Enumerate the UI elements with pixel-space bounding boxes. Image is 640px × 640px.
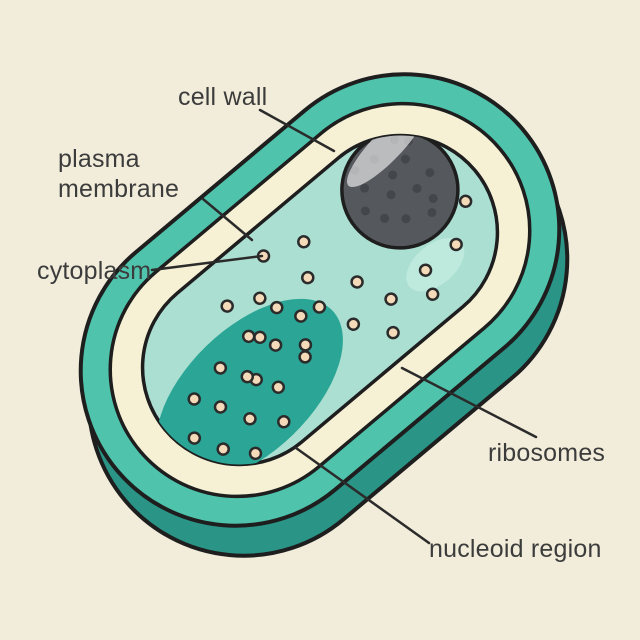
ribosome-dot [248,446,263,461]
cell-wall-leader-line [258,108,336,153]
granule-texture-dot [380,213,390,223]
ribosome-dot [187,431,202,445]
ribosome-dot [297,235,311,249]
granule-texture-dot [427,208,437,218]
ribosome-dot [301,270,315,285]
ribosome-dot [384,292,398,306]
plasma-membrane-leader-line [201,197,254,242]
granule-texture-dot [401,214,411,224]
ribosome-dot [220,299,234,313]
ribosome-dot [253,291,267,306]
granule-texture-dot [400,154,410,164]
nucleoid-region-label: nucleoid region [429,535,602,563]
granule-texture-dot [360,183,370,193]
ribosome-dot [425,287,440,301]
granule-texture-dot [360,206,370,216]
ribosome-dot [243,412,257,426]
ribosome-dot [253,330,267,345]
cytoplasm-label: cytoplasm [37,257,152,285]
granule-texture-dot [386,190,396,200]
ribosome-dot [346,317,361,331]
ribosome-dot [350,275,364,289]
ribosome-dot [298,338,313,352]
granule-texture-dot [428,193,438,203]
ribosome-dot [269,300,284,315]
ribosome-dots-group [187,194,473,461]
ribosome-dot [256,249,271,263]
ribosome-dot [277,415,291,429]
ribosome-dot [294,309,308,323]
ribosome-dot [449,237,463,252]
granule-texture-dot [425,168,435,178]
ribosomes-leader-line [400,366,538,439]
ribosome-dot [458,194,473,209]
granule-texture-dot [412,184,422,194]
ribosome-dot [187,392,201,406]
ribosome-dot [240,369,255,384]
ribosome-dot [271,380,286,394]
granule-texture-dot [388,170,398,180]
ribosomes-label: ribosomes [488,439,606,467]
cytoplasm-leader-line [150,254,264,272]
ribosome-dot [268,338,283,352]
ribosome-dot [386,325,400,340]
plasma-membrane-label: plasma membrane [58,145,180,203]
ribosome-dot [213,400,228,414]
cell-wall-label: cell wall [178,83,268,111]
ribosome-dot [312,300,327,314]
ribosome-dot [216,442,230,456]
nucleoid-region-shape [156,298,343,482]
ribosome-dot [241,329,256,344]
cytoplasm-light-patch [406,237,465,292]
ribosome-dot [298,350,312,364]
ribosome-dot [418,263,433,277]
ribosome-dot [213,361,228,375]
nucleoid-region-leader-line [294,446,431,545]
